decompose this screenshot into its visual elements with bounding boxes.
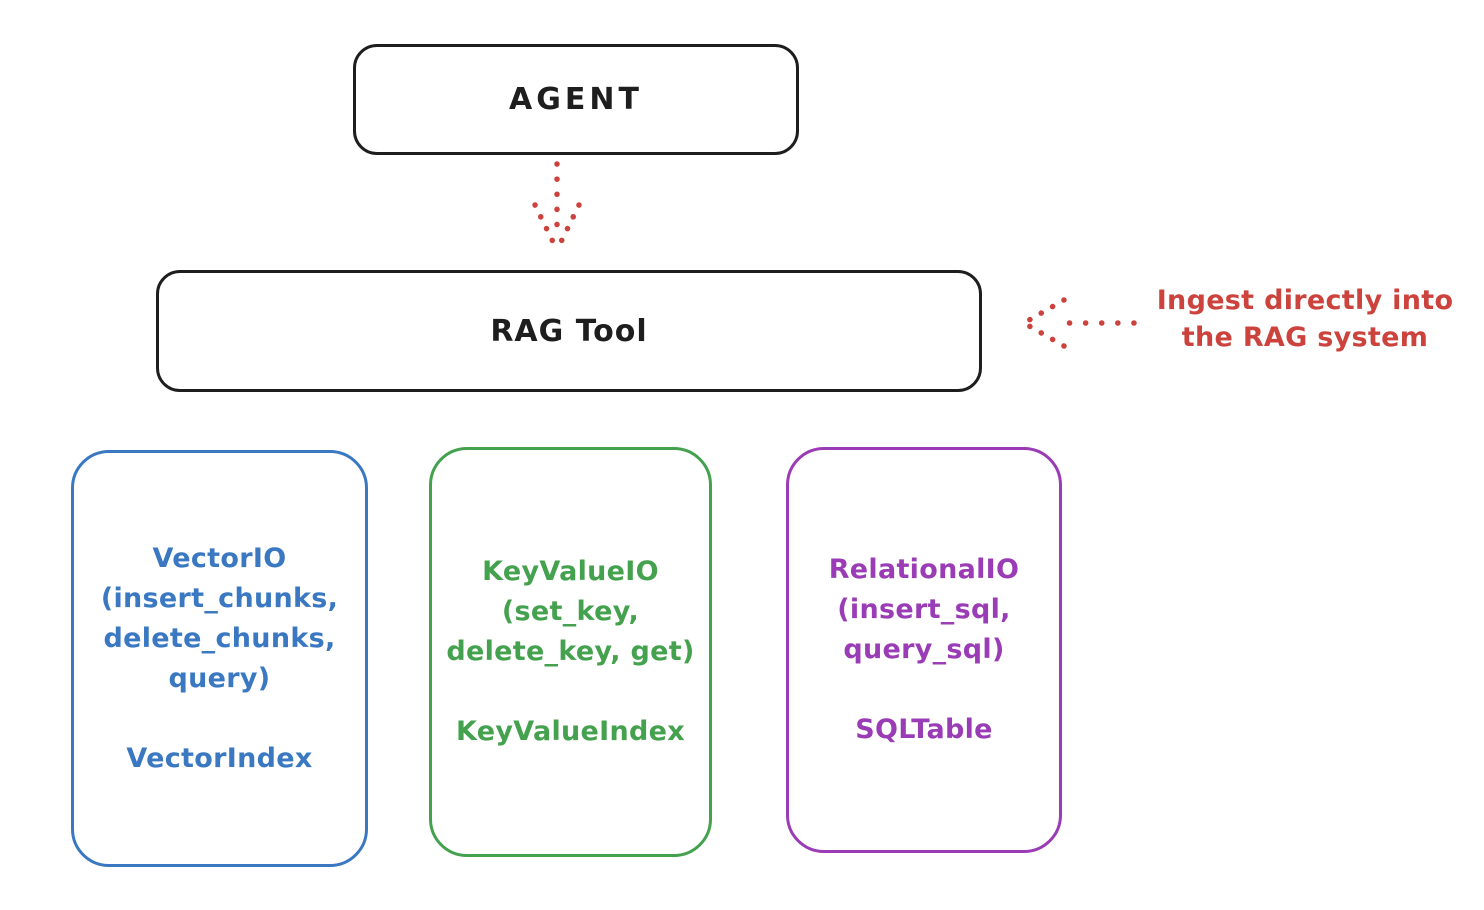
dotted-left-arrow-icon: [1021, 297, 1137, 349]
card-line: delete_chunks,: [103, 622, 336, 654]
ingest-annotation: Ingest directly into the RAG system: [1140, 282, 1470, 356]
card-line: query): [168, 662, 271, 694]
relationalio-card-text: RelationalIO (insert_sql, query_sql) SQL…: [829, 550, 1020, 750]
dotted-down-arrow-icon: [532, 161, 582, 249]
card-footer: SQLTable: [855, 714, 993, 745]
relationalio-card: RelationalIO (insert_sql, query_sql) SQL…: [786, 447, 1062, 853]
card-line: RelationalIO: [828, 554, 1020, 585]
vectorio-card: VectorIO (insert_chunks, delete_chunks, …: [71, 450, 368, 867]
keyvalueio-card-text: KeyValueIO (set_key, delete_key, get) Ke…: [446, 552, 694, 752]
card-footer: VectorIndex: [126, 742, 313, 774]
card-line: query_sql): [843, 634, 1005, 665]
agent-node: AGENT: [353, 44, 799, 155]
rag-tool-node: RAG Tool: [156, 270, 982, 392]
vectorio-card-text: VectorIO (insert_chunks, delete_chunks, …: [101, 539, 338, 779]
card-footer: KeyValueIndex: [455, 716, 685, 747]
ingest-annotation-line2: the RAG system: [1181, 322, 1429, 353]
card-line: (insert_chunks,: [100, 582, 339, 614]
card-line: (set_key,: [501, 596, 640, 627]
card-line: KeyValueIO: [482, 556, 659, 587]
keyvalueio-card: KeyValueIO (set_key, delete_key, get) Ke…: [429, 447, 712, 857]
rag-tool-label: RAG Tool: [490, 313, 648, 349]
card-line: (insert_sql,: [837, 594, 1011, 625]
card-line: delete_key, get): [446, 636, 695, 667]
ingest-annotation-line1: Ingest directly into: [1156, 285, 1454, 316]
agent-label: AGENT: [509, 82, 643, 117]
card-line: VectorIO: [152, 542, 287, 574]
